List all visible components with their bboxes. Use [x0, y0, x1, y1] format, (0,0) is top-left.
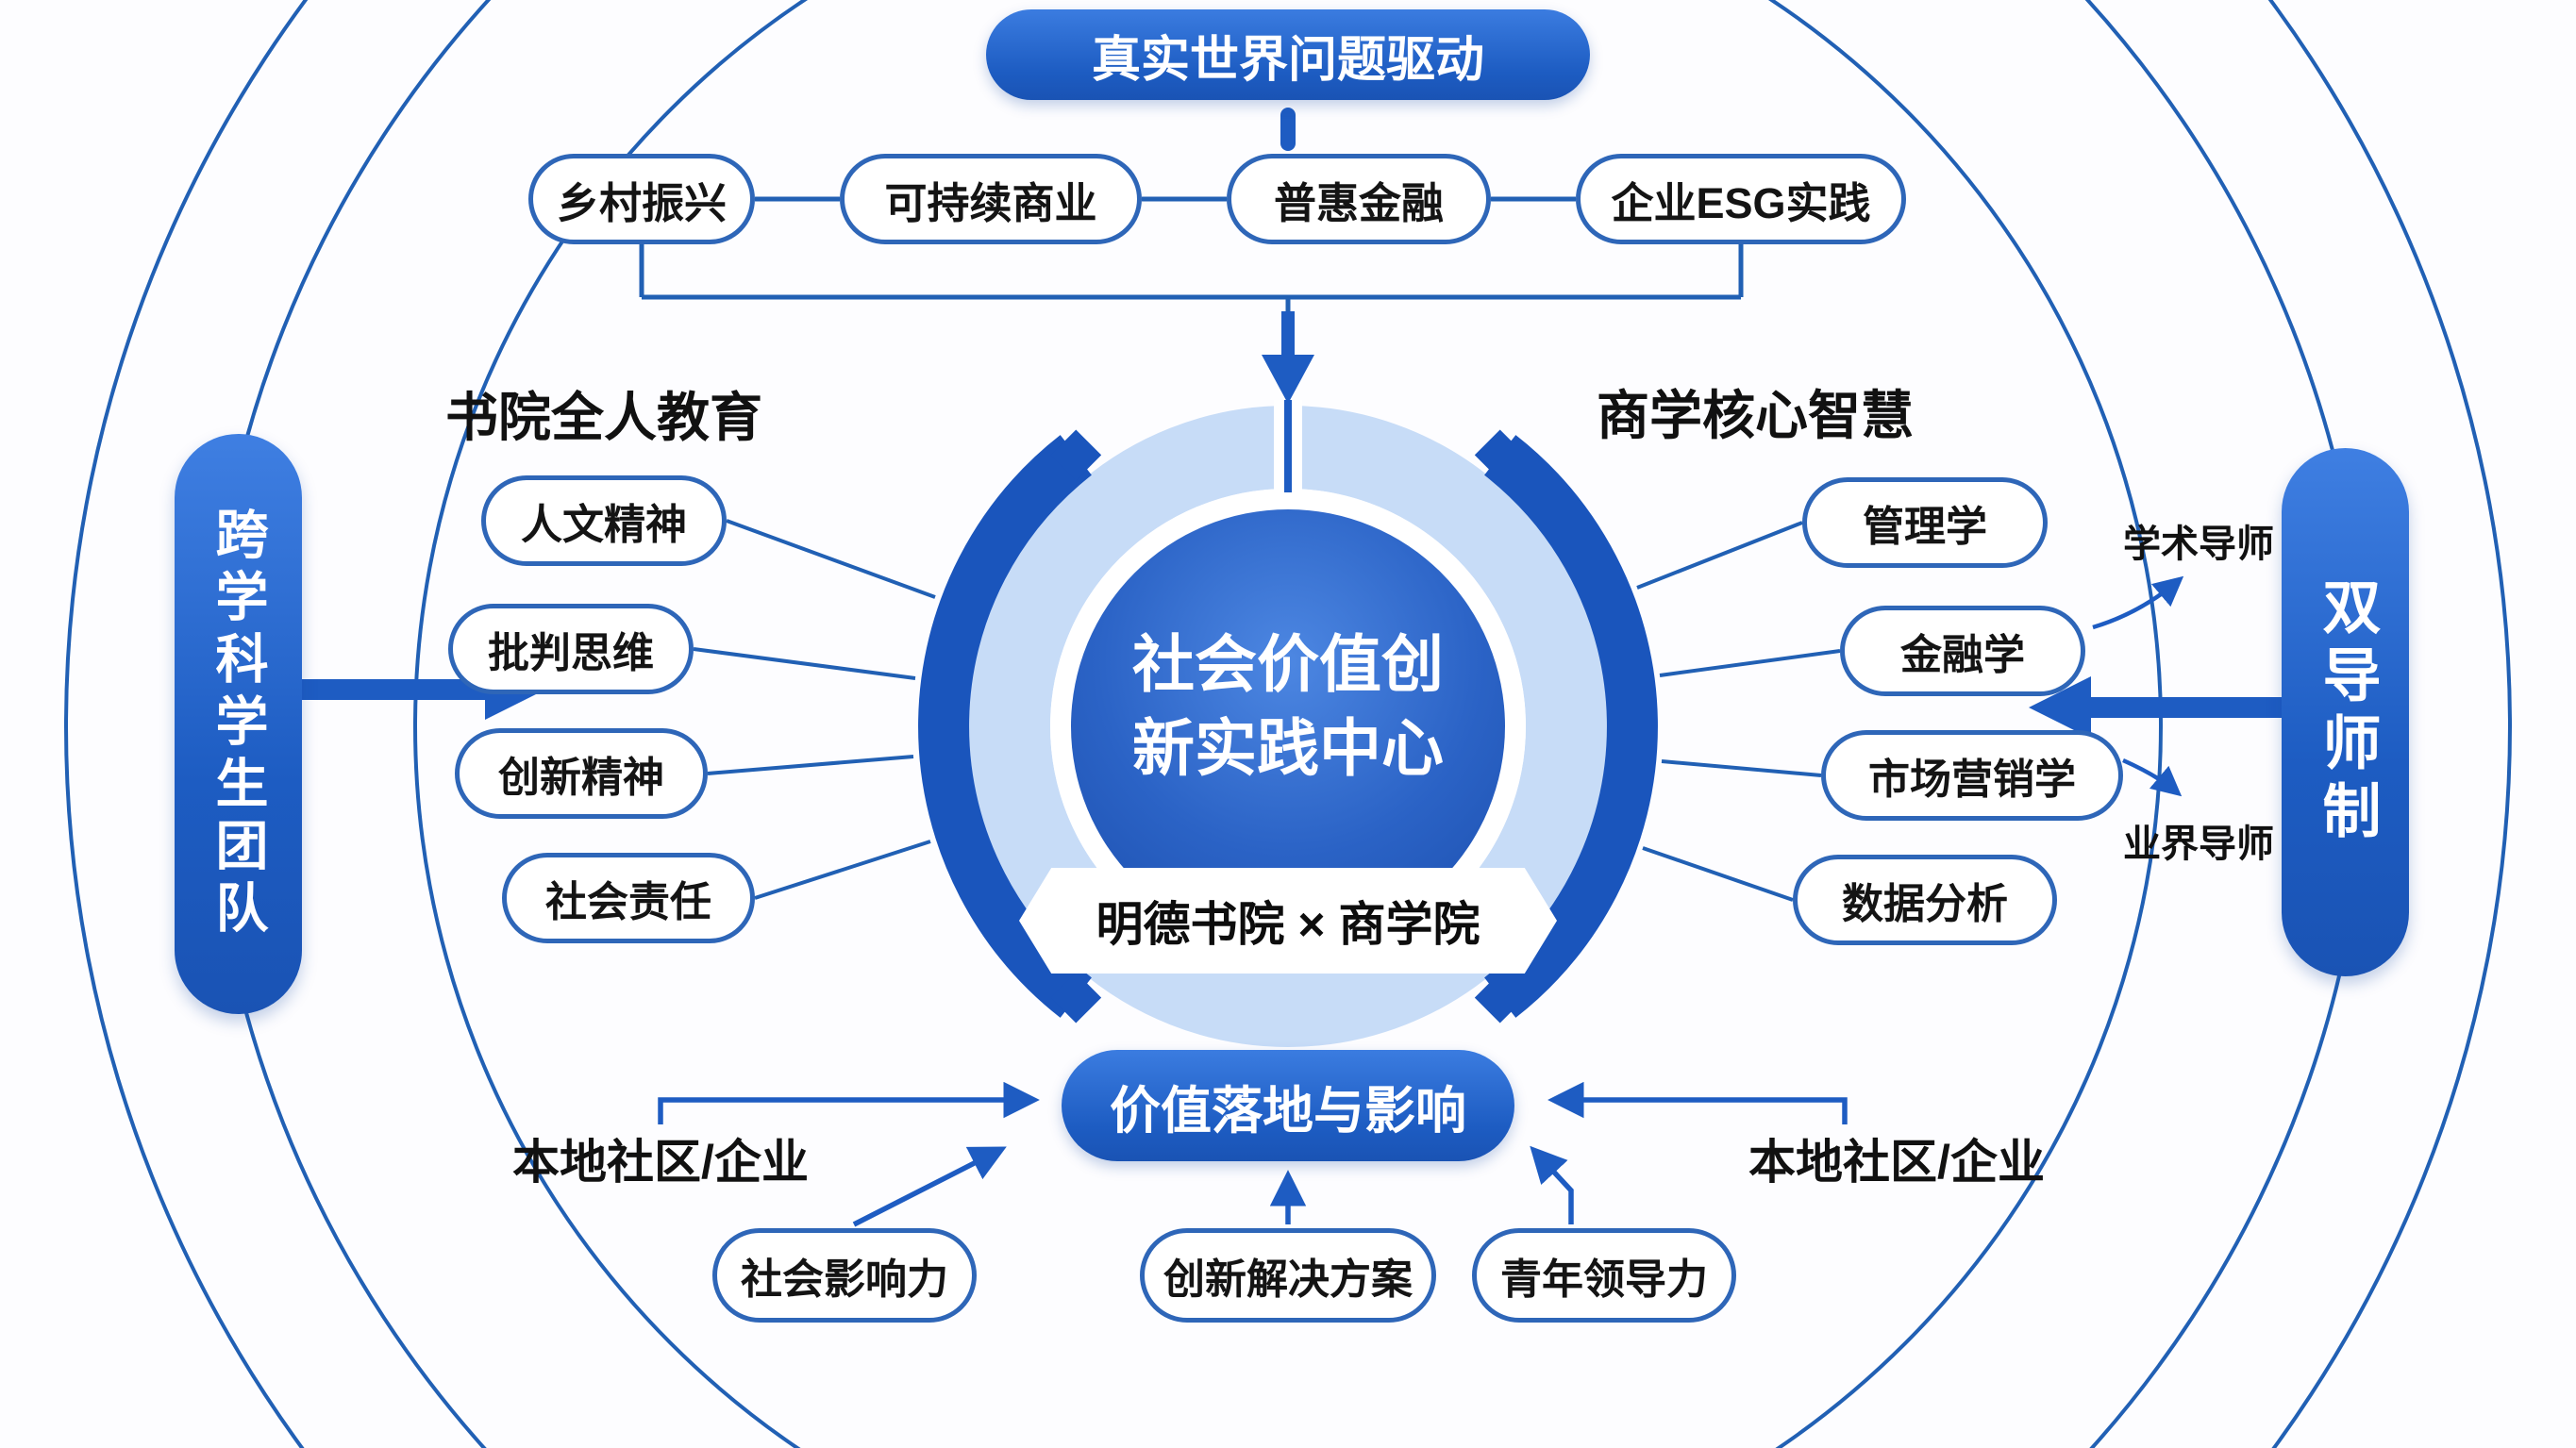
right-rail-dual-mentor: 双导师制 [2282, 448, 2409, 976]
partnership-banner-text: 明德书院 × 商学院 [1096, 898, 1480, 951]
outcome-youth-leadership: 青年领导力 [1472, 1228, 1736, 1323]
topic-pill-inclusive-finance: 普惠金融 [1227, 154, 1491, 244]
ring-top-slot [1274, 400, 1302, 494]
right-branch-heading-text: 商学核心智慧 [1597, 386, 1914, 445]
left-item-innovative-spirit: 创新精神 [455, 728, 708, 819]
left-item-label: 人文精神 [521, 502, 687, 548]
outcome-social-impact: 社会影响力 [712, 1228, 977, 1323]
left-pill-connectors [693, 519, 936, 900]
right-item-label: 市场营销学 [1868, 757, 2076, 803]
right-rail-arrow [2029, 676, 2283, 739]
right-rail-text: 双导师制 [2313, 576, 2379, 848]
industry-mentor-text: 业界导师 [2123, 824, 2274, 865]
topic-label: 乡村振兴 [556, 178, 727, 227]
impact-pill: 价值落地与影响 [1062, 1050, 1514, 1161]
community-left-text: 本地社区/企业 [512, 1136, 809, 1189]
center-title-line2: 新实践中心 [1132, 713, 1444, 784]
outcome-label: 青年领导力 [1500, 1257, 1708, 1303]
partnership-banner: 明德书院 × 商学院 [1019, 868, 1557, 974]
impact-label: 价值落地与影响 [1110, 1082, 1466, 1140]
left-rail-text: 跨学科学生团队 [209, 506, 268, 942]
driver-label: 真实世界问题驱动 [1091, 32, 1484, 88]
community-label-left: 本地社区/企业 [453, 1124, 868, 1192]
outcome-innovative-solutions: 创新解决方案 [1140, 1228, 1436, 1323]
driver-dash [1280, 108, 1296, 151]
right-item-label: 数据分析 [1842, 881, 2008, 927]
center-title-line1: 社会价值创 [1132, 629, 1444, 699]
right-item-finance: 金融学 [1840, 606, 2085, 696]
left-item-label: 批判思维 [488, 630, 654, 676]
topic-pill-esg: 企业ESG实践 [1576, 154, 1906, 244]
left-item-critical-thinking: 批判思维 [448, 604, 694, 694]
left-item-social-responsibility: 社会责任 [502, 853, 755, 943]
outcome-label: 创新解决方案 [1163, 1257, 1413, 1303]
right-item-label: 金融学 [1900, 632, 2025, 678]
driver-pill: 真实世界问题驱动 [986, 9, 1590, 100]
industry-mentor-label: 业界导师 [2057, 813, 2340, 868]
academic-mentor-arrow [2092, 575, 2184, 630]
topics-to-center-connector [639, 243, 1744, 351]
topic-label: 企业ESG实践 [1611, 178, 1871, 227]
right-branch-heading: 商学核心智慧 [1566, 374, 1944, 450]
left-item-label: 创新精神 [498, 755, 664, 801]
left-item-label: 社会责任 [545, 879, 711, 925]
topic-label: 可持续商业 [884, 178, 1097, 227]
right-item-marketing: 市场营销学 [1821, 730, 2123, 821]
academic-mentor-label: 学术导师 [2057, 513, 2340, 568]
center-circle [1071, 509, 1505, 943]
left-branch-heading-text: 书院全人教育 [445, 388, 762, 447]
left-branch-heading: 书院全人教育 [396, 375, 811, 452]
topic-label: 普惠金融 [1273, 178, 1444, 227]
left-item-humanistic-spirit: 人文精神 [481, 475, 727, 566]
topic-pill-rural: 乡村振兴 [528, 154, 755, 244]
outcome-label: 社会影响力 [741, 1257, 948, 1303]
academic-mentor-text: 学术导师 [2123, 524, 2274, 565]
community-right-text: 本地社区/企业 [1748, 1136, 2045, 1189]
right-item-label: 管理学 [1863, 504, 1987, 550]
bottom-arrows [658, 1081, 1848, 1227]
right-pill-connectors [1636, 521, 1841, 902]
left-rail-interdisciplinary-teams: 跨学科学生团队 [175, 434, 302, 1014]
community-label-right: 本地社区/企业 [1689, 1124, 2104, 1192]
topic-pill-sustainable-business: 可持续商业 [840, 154, 1142, 244]
right-item-data-analysis: 数据分析 [1793, 855, 2057, 945]
center-title: 社会价值创 新实践中心 [1062, 623, 1514, 791]
industry-mentor-arrow [2122, 757, 2183, 797]
down-arrow-into-ring [1262, 311, 1314, 404]
right-item-management: 管理学 [1802, 477, 2048, 568]
